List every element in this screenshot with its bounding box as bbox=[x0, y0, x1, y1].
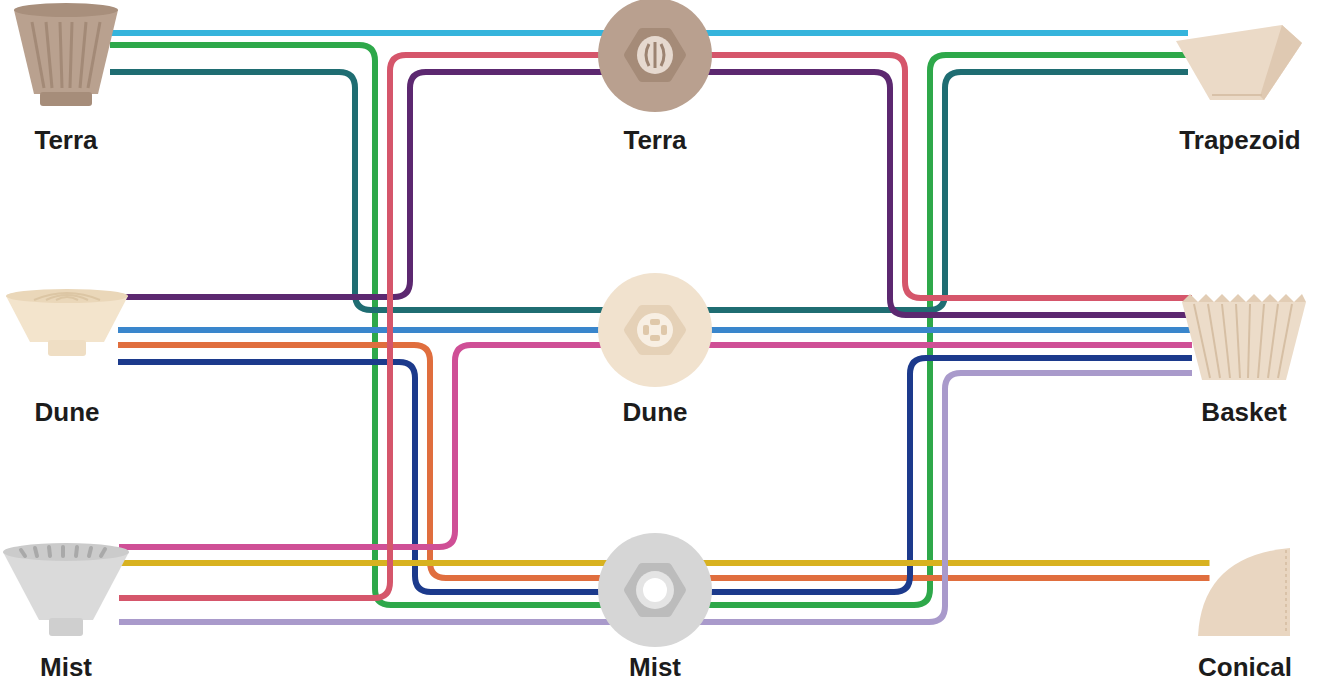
node-label: Terra bbox=[34, 125, 97, 155]
route-line bbox=[110, 45, 655, 605]
burr-icon bbox=[598, 273, 712, 387]
route-line bbox=[118, 72, 655, 297]
route-line bbox=[655, 30, 1188, 36]
route-line bbox=[655, 358, 1192, 592]
dripper-node: Terra bbox=[8, 0, 124, 155]
burr-icon bbox=[598, 533, 712, 647]
node-label: Dune bbox=[623, 397, 688, 427]
dripper-node: Mist bbox=[0, 540, 132, 682]
node-label: Dune bbox=[35, 397, 100, 427]
route-line bbox=[655, 373, 1192, 622]
cup-icon bbox=[1, 540, 131, 637]
filter-icon bbox=[1176, 25, 1304, 100]
route-line bbox=[655, 72, 1192, 315]
node-label: Basket bbox=[1201, 397, 1286, 427]
burr-node: Mist bbox=[598, 533, 712, 682]
cup-icon bbox=[4, 288, 130, 358]
node-label: Terra bbox=[623, 125, 686, 155]
route-line bbox=[655, 560, 1210, 566]
filter-node: Conical bbox=[1195, 548, 1295, 682]
route-line bbox=[655, 55, 1192, 298]
node-label: Mist bbox=[40, 652, 92, 682]
route-line bbox=[110, 30, 655, 36]
node-label: Trapezoid bbox=[1179, 125, 1300, 155]
route-line bbox=[119, 619, 655, 625]
cup-icon bbox=[10, 0, 122, 108]
filter-node: Trapezoid bbox=[1166, 25, 1314, 155]
node-label: Mist bbox=[629, 652, 681, 682]
filter-icon bbox=[1180, 292, 1308, 380]
route-line bbox=[119, 55, 655, 598]
route-line bbox=[118, 345, 655, 578]
filter-icon bbox=[1198, 548, 1293, 636]
node-label: Conical bbox=[1198, 652, 1292, 682]
burr-node: Dune bbox=[598, 273, 712, 427]
route-line bbox=[110, 72, 655, 310]
route-line bbox=[655, 72, 1188, 310]
route-line bbox=[655, 575, 1210, 581]
route-line bbox=[118, 327, 655, 333]
route-line bbox=[655, 342, 1192, 348]
route-line bbox=[118, 362, 655, 592]
dripper-node: Dune bbox=[3, 288, 131, 427]
burr-node: Terra bbox=[598, 0, 712, 155]
filter-node: Basket bbox=[1178, 292, 1310, 427]
route-line bbox=[655, 327, 1192, 333]
burr-icon bbox=[598, 0, 712, 112]
